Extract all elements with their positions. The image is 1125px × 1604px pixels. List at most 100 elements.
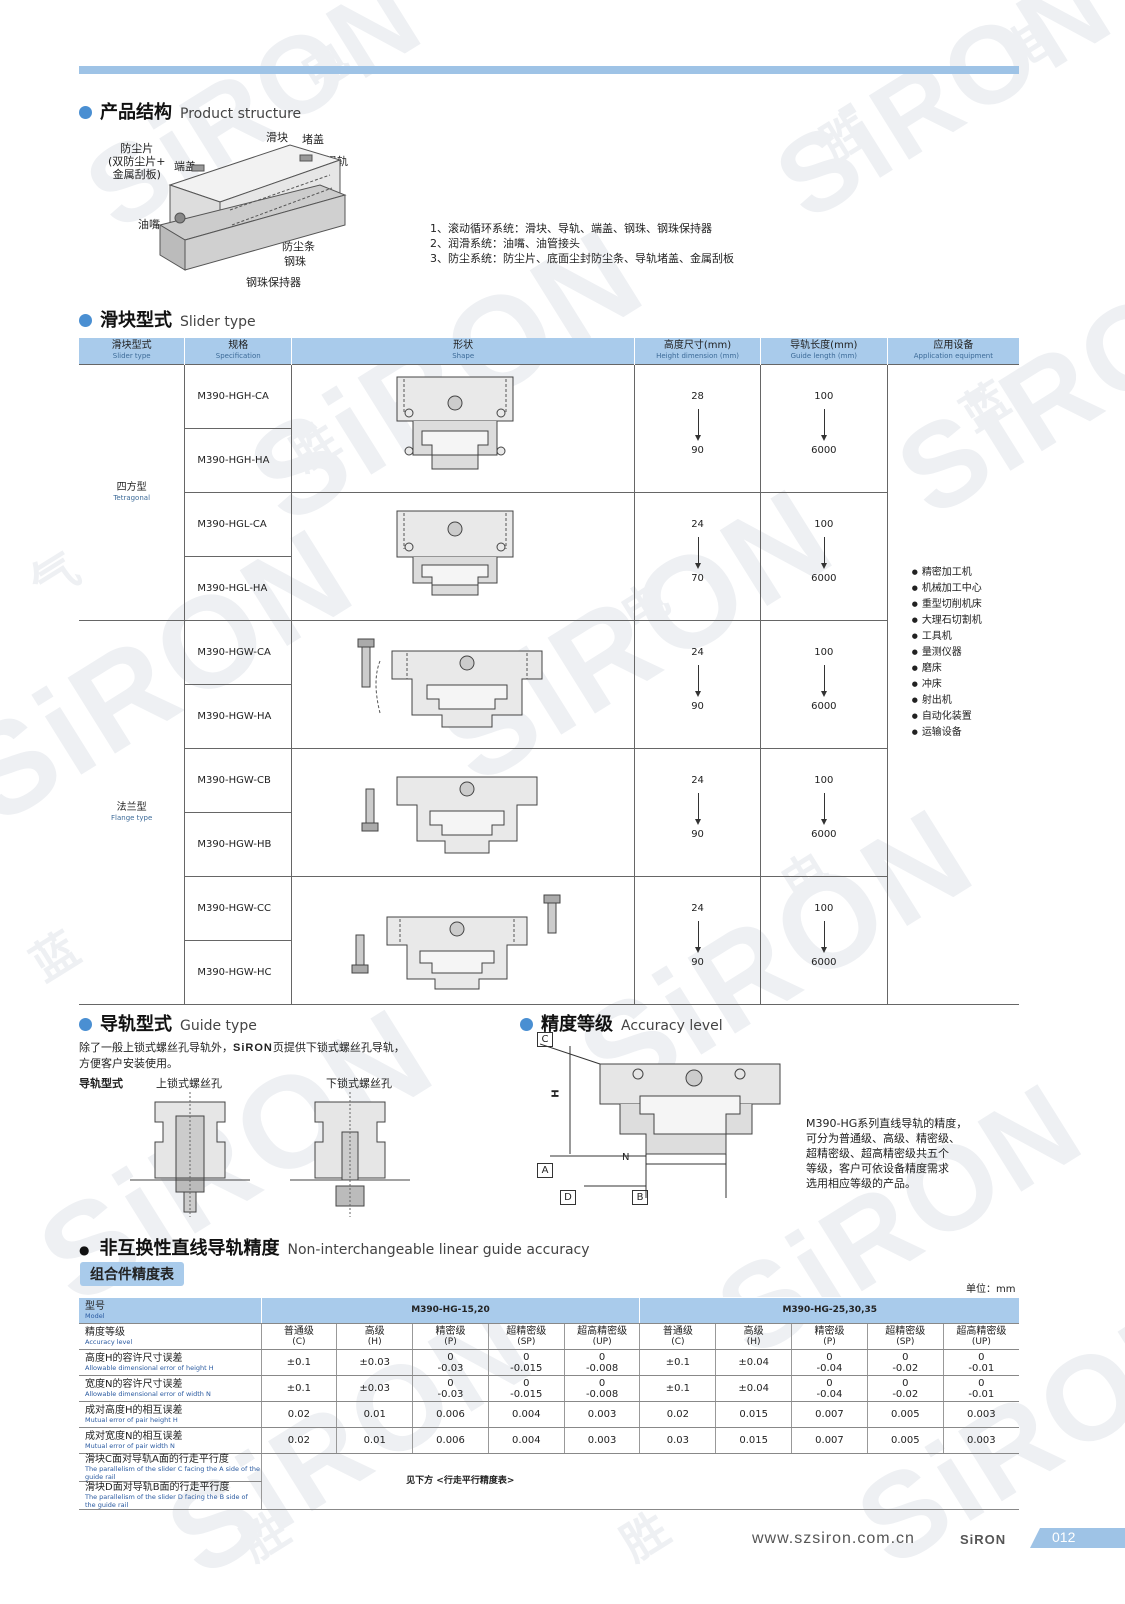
value-cell: ±0.1 (260, 1349, 337, 1376)
table-row: M390-HGL-HA (79, 556, 1019, 621)
arrow-down-icon (694, 537, 701, 569)
lower-lock-label: 下锁式螺丝孔 (326, 1077, 392, 1090)
value-cell: 0.004 (487, 1427, 565, 1454)
slider-shape-low (396, 510, 514, 596)
level-cell: 精密级(P) (791, 1323, 868, 1350)
section-title-guide-type: 导轨型式 Guide type (79, 1010, 257, 1036)
level-cell: 超高精密级(UP) (563, 1323, 640, 1350)
list-item: 精密加工机 (912, 565, 1019, 581)
label-ball: 钢珠 (284, 255, 306, 268)
application-cell: 精密加工机 机械加工中心 重型切削机床 大理石切割机 工具机 量测仪器 磨床 冲… (886, 364, 1019, 1005)
shape-cell (291, 876, 636, 1005)
value-cell: 0.006 (412, 1427, 489, 1454)
section-title-accuracy-level: 精度等级 Accuracy level (520, 1010, 723, 1036)
value-cell: 0.003 (942, 1401, 1019, 1428)
label-retainer: 钢珠保持器 (246, 276, 301, 289)
value-cell: 0.015 (715, 1427, 792, 1454)
value-cell: ±0.1 (639, 1349, 716, 1376)
upper-lock-label: 上锁式螺丝孔 (156, 1077, 222, 1090)
value-cell: 0-0.03 (412, 1375, 489, 1402)
value-cell: 0-0.008 (563, 1349, 640, 1376)
spec-cell: M390-HGW-CB (184, 748, 293, 813)
guide-type-description: 除了一般上锁式螺丝孔导轨外，SiRON页提供下锁式螺丝孔导轨， 方便客户安装使用… (79, 1041, 405, 1070)
dim-label-a: A (537, 1163, 553, 1178)
value-cell: 0-0.02 (866, 1375, 944, 1402)
table-row: M390-HGH-HA (79, 428, 1019, 493)
bullet-icon (79, 106, 92, 119)
note-item: 3、防尘系统：防尘片、底面尘封防尘条、导轨堵盖、金属刮板 (430, 252, 734, 265)
product-structure-diagram (158, 144, 347, 271)
list-item: 大理石切割机 (912, 613, 1019, 629)
slider-shape-square (396, 376, 514, 470)
arrow-down-icon (694, 665, 701, 697)
value-cell: 0.003 (563, 1427, 640, 1454)
value-cell: 0.004 (487, 1401, 565, 1428)
spec-cell: M390-HGW-CA (184, 620, 293, 685)
value-cell: ±0.04 (715, 1375, 792, 1402)
label-plug: 堵盖 (302, 133, 324, 146)
label-dust-seal: 防尘片 (双防尘片+ 金属刮板) (108, 142, 166, 181)
value-cell: 0-0.02 (866, 1349, 944, 1376)
arrow-down-icon (820, 665, 827, 697)
label-end-cap: 端盖 (174, 160, 196, 173)
table-row: M390-HGW-HB (79, 812, 1019, 877)
shape-cell (291, 620, 636, 749)
spec-cell: M390-HGH-CA (184, 364, 293, 429)
level-cell: 超精密级(SP) (487, 1323, 565, 1350)
arrow-down-icon (820, 409, 827, 441)
level-cell: 超精密级(SP) (866, 1323, 944, 1350)
spec-cell: M390-HGL-CA (184, 492, 293, 557)
shape-cell (291, 748, 636, 877)
bullet-icon (520, 1018, 533, 1031)
dim-label-c: C (537, 1032, 553, 1047)
accuracy-dimension-diagram (540, 1043, 781, 1198)
level-cell: 高级(H) (715, 1323, 792, 1350)
spec-cell: M390-HGW-HB (184, 812, 293, 877)
level-cell: 高级(H) (336, 1323, 413, 1350)
slider-shape-flange-c (351, 894, 561, 990)
model-group: M390-HG-25,30,35 (639, 1297, 1019, 1324)
value-cell: 0.03 (639, 1427, 716, 1454)
guide-rail-diagram (130, 1092, 410, 1217)
level-cell: 精密级(P) (412, 1323, 489, 1350)
section-title-non-interchangeable: ● 非互换性直线导轨精度 Non-interchangeable linear … (79, 1238, 590, 1259)
label-dust-strip: 防尘条 (282, 240, 315, 253)
list-item: 运输设备 (912, 725, 1019, 741)
spec-cell: M390-HGL-HA (184, 556, 293, 621)
value-cell: 0.02 (639, 1401, 716, 1428)
value-cell: 0-0.01 (942, 1349, 1019, 1376)
list-item: 自动化装置 (912, 709, 1019, 725)
page-number: 012 (1052, 1529, 1076, 1545)
level-cell: 普通级(C) (639, 1323, 716, 1350)
slider-shape-flange-b (361, 776, 538, 854)
label-slider: 滑块 (266, 131, 288, 144)
list-item: 重型切削机床 (912, 597, 1019, 613)
see-below-note: 见下方 <行走平行精度表> (260, 1453, 1019, 1510)
value-cell: 0-0.008 (563, 1375, 640, 1402)
arrow-down-icon (820, 537, 827, 569)
value-cell: ±0.1 (260, 1375, 337, 1402)
